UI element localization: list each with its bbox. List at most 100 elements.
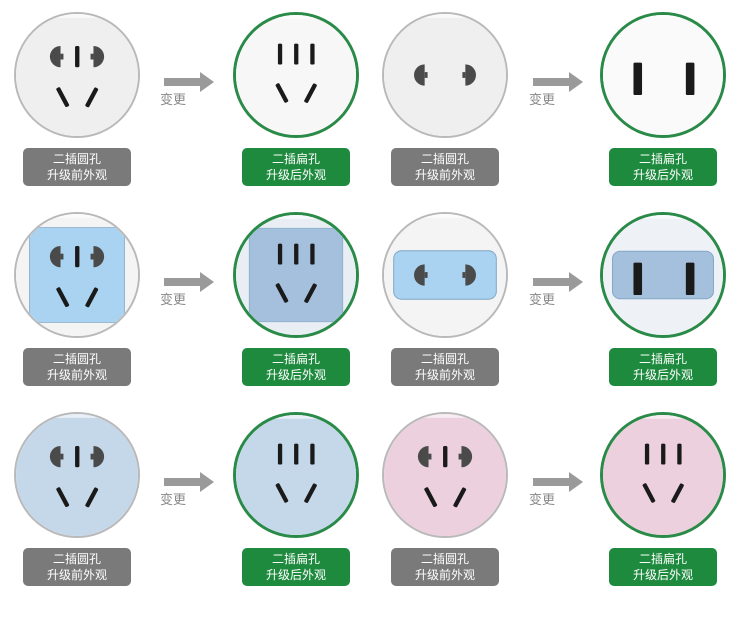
socket-slot-left bbox=[275, 83, 289, 103]
socket-image-r2c3 bbox=[382, 212, 508, 338]
round-hole-left bbox=[49, 445, 61, 468]
caption-type: 二插扁孔 bbox=[638, 352, 687, 366]
caption-badge-r1c4: 二插扁孔升级后外观 bbox=[609, 148, 717, 186]
round-hole-right bbox=[93, 445, 105, 468]
caption-stage: 升级前外观 bbox=[414, 168, 475, 182]
socket-slot-2 bbox=[661, 443, 666, 465]
change-label: 变更 bbox=[529, 293, 556, 308]
arrow-head-icon bbox=[200, 472, 214, 492]
caption-badge-r1c2: 二插扁孔升级后外观 bbox=[242, 148, 350, 186]
caption-badge-r1c3: 二插圆孔升级前外观 bbox=[391, 148, 499, 186]
socket-slot-3 bbox=[310, 43, 315, 65]
caption-type: 二插扁孔 bbox=[271, 552, 320, 566]
arrow-shaft bbox=[164, 478, 202, 486]
socket-slot-left bbox=[424, 487, 438, 508]
socket-image-r1c4 bbox=[600, 12, 726, 138]
flat-slot-right bbox=[685, 262, 695, 295]
socket-slot-2 bbox=[294, 43, 299, 65]
socket-panel bbox=[248, 227, 344, 323]
socket-slot-right bbox=[85, 87, 99, 108]
socket-slot-center bbox=[75, 45, 80, 68]
arrow-head-icon bbox=[569, 272, 583, 292]
socket-slot-left bbox=[642, 483, 656, 503]
caption-type: 二插圆孔 bbox=[420, 552, 469, 566]
round-hole-left bbox=[49, 45, 61, 68]
caption-badge-r3c1: 二插圆孔升级前外观 bbox=[23, 548, 131, 586]
caption-stage: 升级后外观 bbox=[632, 168, 693, 182]
change-label: 变更 bbox=[529, 93, 556, 108]
change-arrow-r2-1: 变更 bbox=[160, 272, 220, 308]
change-label: 变更 bbox=[160, 493, 187, 508]
caption-stage: 升级前外观 bbox=[46, 368, 107, 382]
caption-stage: 升级前外观 bbox=[46, 568, 107, 582]
arrow-head-icon bbox=[200, 272, 214, 292]
arrow-shaft bbox=[164, 278, 202, 286]
socket-slot-3 bbox=[310, 243, 315, 265]
socket-slot-right bbox=[304, 483, 317, 503]
socket-image-r3c2 bbox=[233, 412, 359, 538]
round-hole-right bbox=[93, 245, 105, 268]
flat-slot-right bbox=[685, 62, 695, 95]
flat-slot-left bbox=[633, 62, 643, 95]
caption-badge-r3c3: 二插圆孔升级前外观 bbox=[391, 548, 499, 586]
caption-badge-r2c4: 二插扁孔升级后外观 bbox=[609, 348, 717, 386]
caption-type: 二插圆孔 bbox=[420, 352, 469, 366]
round-hole-left bbox=[414, 264, 425, 286]
change-arrow-r3-2: 变更 bbox=[529, 472, 589, 508]
caption-stage: 升级后外观 bbox=[265, 568, 326, 582]
socket-slot-right bbox=[671, 483, 684, 503]
socket-panel bbox=[393, 250, 497, 300]
change-arrow-r1-1: 变更 bbox=[160, 72, 220, 108]
socket-image-r1c3 bbox=[382, 12, 508, 138]
caption-type: 二插圆孔 bbox=[52, 552, 101, 566]
caption-stage: 升级前外观 bbox=[414, 368, 475, 382]
socket-slot-3 bbox=[677, 443, 682, 465]
socket-slot-1 bbox=[277, 443, 283, 465]
change-arrow-r2-2: 变更 bbox=[529, 272, 589, 308]
caption-badge-r2c2: 二插扁孔升级后外观 bbox=[242, 348, 350, 386]
socket-slot-right bbox=[85, 487, 99, 508]
socket-slot-center bbox=[443, 445, 448, 468]
arrow-head-icon bbox=[569, 472, 583, 492]
caption-type: 二插圆孔 bbox=[52, 352, 101, 366]
socket-slot-1 bbox=[644, 443, 650, 465]
caption-badge-r2c3: 二插圆孔升级前外观 bbox=[391, 348, 499, 386]
caption-badge-r2c1: 二插圆孔升级前外观 bbox=[23, 348, 131, 386]
caption-type: 二插扁孔 bbox=[638, 552, 687, 566]
round-hole-left bbox=[414, 64, 425, 86]
change-label: 变更 bbox=[160, 93, 187, 108]
socket-slot-center bbox=[75, 445, 80, 468]
socket-image-r3c3 bbox=[382, 412, 508, 538]
change-label: 变更 bbox=[160, 293, 187, 308]
socket-slot-right bbox=[453, 487, 467, 508]
change-arrow-r3-1: 变更 bbox=[160, 472, 220, 508]
socket-image-r3c4 bbox=[600, 412, 726, 538]
round-hole-left bbox=[49, 245, 61, 268]
caption-type: 二插扁孔 bbox=[638, 152, 687, 166]
caption-stage: 升级前外观 bbox=[46, 168, 107, 182]
socket-image-r2c4 bbox=[600, 212, 726, 338]
arrow-head-icon bbox=[569, 72, 583, 92]
caption-type: 二插圆孔 bbox=[52, 152, 101, 166]
caption-type: 二插圆孔 bbox=[420, 152, 469, 166]
socket-panel bbox=[612, 250, 714, 300]
caption-stage: 升级后外观 bbox=[265, 368, 326, 382]
socket-slot-center bbox=[75, 245, 80, 268]
socket-slot-left bbox=[275, 283, 289, 303]
socket-image-r1c2 bbox=[233, 12, 359, 138]
caption-stage: 升级后外观 bbox=[265, 168, 326, 182]
round-hole-right bbox=[465, 64, 476, 86]
caption-stage: 升级前外观 bbox=[414, 568, 475, 582]
flat-slot-left bbox=[633, 262, 643, 295]
change-label: 变更 bbox=[529, 493, 556, 508]
round-hole-right bbox=[93, 45, 105, 68]
caption-type: 二插扁孔 bbox=[271, 352, 320, 366]
caption-type: 二插扁孔 bbox=[271, 152, 320, 166]
caption-stage: 升级后外观 bbox=[632, 568, 693, 582]
caption-stage: 升级后外观 bbox=[632, 368, 693, 382]
round-hole-right bbox=[465, 264, 476, 286]
socket-slot-right bbox=[304, 83, 317, 103]
round-hole-left bbox=[417, 445, 429, 468]
socket-slot-2 bbox=[294, 243, 299, 265]
caption-badge-r3c4: 二插扁孔升级后外观 bbox=[609, 548, 717, 586]
